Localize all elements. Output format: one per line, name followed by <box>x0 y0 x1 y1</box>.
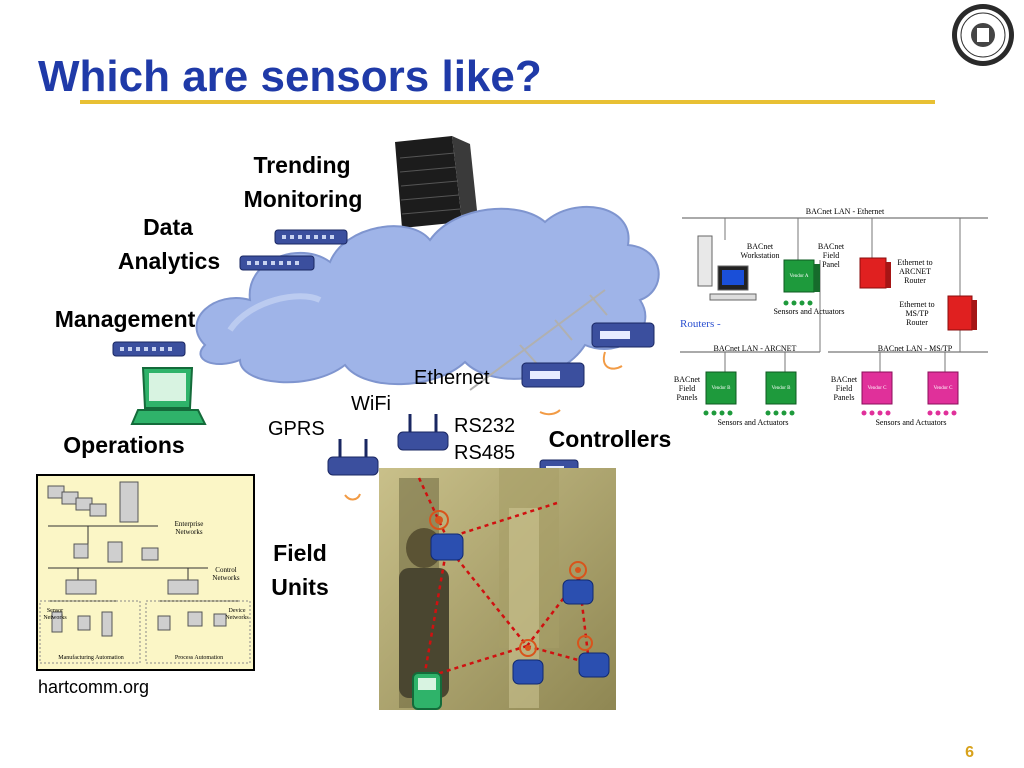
title-underline <box>80 100 935 104</box>
sensor-label-2: Networks <box>43 615 67 621</box>
link-arcs <box>344 351 623 501</box>
university-seal-logo <box>952 4 1014 66</box>
field-units-photo <box>379 468 616 710</box>
sensors-actuators-label-3: Sensors and Actuators <box>875 418 947 427</box>
sensor-dots <box>783 300 813 306</box>
magenta-panel-icon <box>861 371 959 405</box>
wireless-node-icon <box>512 639 544 685</box>
workstation-icon <box>697 235 757 301</box>
vendor-c-label-2: Vendor C <box>933 386 953 391</box>
vendor-b-label-2: Vendor B <box>771 386 791 391</box>
ethernet-cable <box>469 289 608 391</box>
sensors-actuators-label: Sensors and Actuators <box>773 307 845 316</box>
wireless-node-icon <box>562 561 594 605</box>
laptop-icon <box>130 367 207 425</box>
label-field: Field <box>273 540 327 566</box>
vendor-b-label: Vendor B <box>711 386 731 391</box>
red-router-icon <box>947 295 977 331</box>
label-analytics: Analytics <box>117 248 221 274</box>
enterprise-label-1: Enterprise <box>174 520 204 528</box>
device-label-1: Device <box>228 608 246 614</box>
network-cloud <box>195 206 660 386</box>
label-management: Management <box>54 306 196 332</box>
label-rs232: RS232 <box>454 415 516 437</box>
arcnet-router-label-3: Router <box>904 276 926 285</box>
controller-icon <box>521 362 585 388</box>
wifi-router-icon <box>397 414 449 451</box>
mstp-router-label-2: MS/TP <box>905 309 929 318</box>
field-panels-label-1b: BACnet <box>830 375 858 384</box>
page-number: 6 <box>965 744 974 761</box>
sensors-actuators-label-2: Sensors and Actuators <box>717 418 789 427</box>
routers-label: Routers - <box>680 318 721 330</box>
sensor-label-1: Sensor <box>46 608 64 614</box>
wireless-node-icon <box>429 510 464 561</box>
field-panels-label-1: BACnet <box>673 375 701 384</box>
bacnet-lan-mstp-label: BACnet LAN - MS/TP <box>877 344 953 353</box>
controller-icon <box>591 322 655 348</box>
arcnet-router-label-2: ARCNET <box>899 267 931 276</box>
label-gprs: GPRS <box>268 418 325 440</box>
label-data: Data <box>143 214 193 240</box>
field-panels-label-2b: Field <box>835 384 853 393</box>
field-panel-label-2: Field <box>822 251 840 260</box>
arcnet-router-label-1: Ethernet to <box>897 258 933 267</box>
source-credit: hartcomm.org <box>38 677 150 697</box>
slide-title: Which are sensors like? <box>38 52 542 101</box>
gprs-router-icon <box>327 439 379 476</box>
handheld-device-icon <box>412 672 442 710</box>
switch-icon <box>239 255 315 271</box>
mstp-router-label-3: Router <box>906 318 928 327</box>
mesh-links <box>417 477 591 680</box>
bacnet-diagram: BACnet LAN - Ethernet BACnet Workstation… <box>674 200 990 440</box>
bacnet-lan-ethernet-label: BACnet LAN - Ethernet <box>805 207 885 216</box>
manufacturing-label: Manufacturing Automation <box>58 655 124 661</box>
label-monitoring: Monitoring <box>243 186 363 212</box>
field-panel-label-3: Panel <box>822 260 840 269</box>
control-label-2: Networks <box>212 574 240 582</box>
label-ethernet: Ethernet <box>414 367 490 389</box>
workstation-label-2: Workstation <box>740 251 780 260</box>
label-wifi: WiFi <box>351 393 391 415</box>
device-label-2: Networks <box>225 615 249 621</box>
field-panels-label-3b: Panels <box>833 393 855 402</box>
automation-hierarchy-diagram: Enterprise Networks Control Networks Sen… <box>36 474 255 671</box>
process-label: Process Automation <box>174 655 224 661</box>
switch-icon <box>274 229 348 245</box>
field-panel-label-1: BACnet <box>817 242 845 251</box>
label-rs485: RS485 <box>454 442 516 464</box>
server-rack-icon <box>395 136 478 228</box>
label-controllers: Controllers <box>548 426 672 452</box>
mstp-router-label-1: Ethernet to <box>899 300 935 309</box>
switch-icon <box>112 341 186 357</box>
bacnet-lan-arcnet-label: BACnet LAN - ARCNET <box>713 344 797 353</box>
label-units: Units <box>271 574 329 600</box>
field-panels-label-2: Field <box>678 384 696 393</box>
label-trending: Trending <box>253 152 351 178</box>
enterprise-label-2: Networks <box>175 528 203 536</box>
computer-icons <box>47 481 227 637</box>
wireless-node-icon <box>577 635 610 678</box>
control-label-1: Control <box>215 566 237 574</box>
green-panel-icon <box>705 371 797 405</box>
field-panels-label-3: Panels <box>676 393 698 402</box>
vendor-a-label: Vendor A <box>789 274 809 279</box>
red-router-icon <box>859 257 891 289</box>
label-operations: Operations <box>63 432 185 458</box>
green-panel-icon <box>783 259 820 293</box>
vendor-c-label: Vendor C <box>867 386 887 391</box>
workstation-label-1: BACnet <box>746 242 774 251</box>
